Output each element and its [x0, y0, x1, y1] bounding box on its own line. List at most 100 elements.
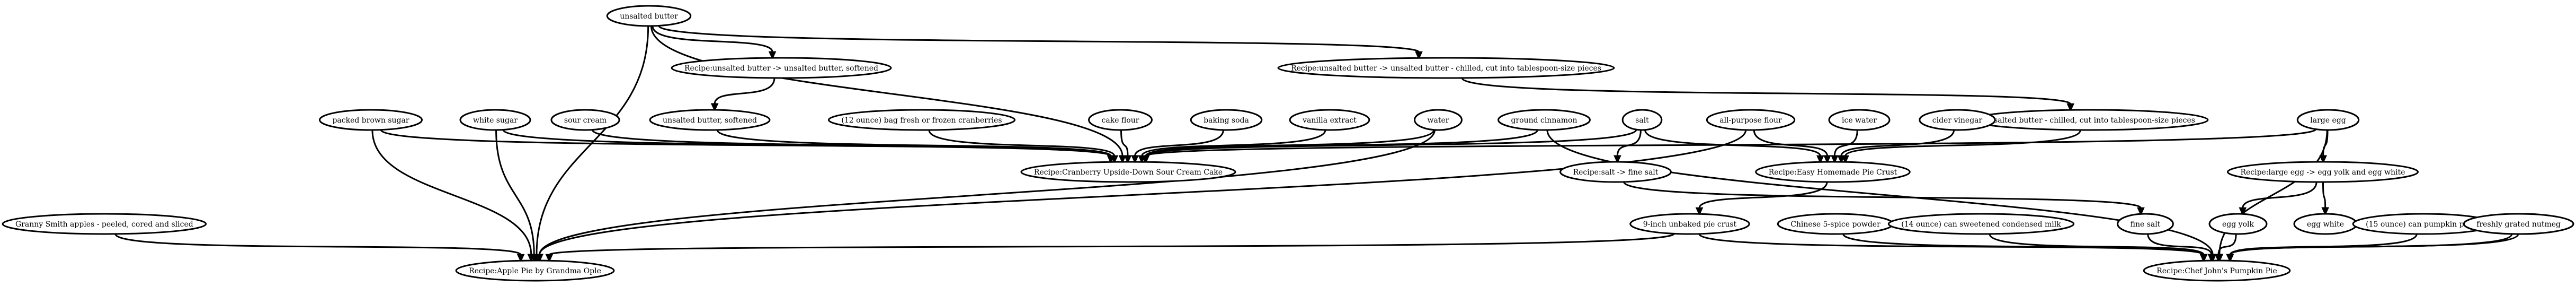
node-label: all-purpose flour	[1719, 116, 1782, 125]
graph-edge	[1989, 233, 2208, 263]
arrowhead-icon	[1124, 155, 1132, 164]
node-ellipse	[606, 5, 692, 27]
node-ellipse	[1190, 109, 1263, 131]
node-ellipse	[2, 213, 207, 235]
node-ellipse	[459, 109, 531, 131]
edge-line	[538, 129, 1436, 255]
graph-edge	[1461, 77, 2075, 112]
graph-node-baking-soda: baking soda	[1190, 109, 1263, 131]
graph-node-freshly-grated-nutmeg: freshly grated nutmeg	[2463, 213, 2574, 235]
graph-edge	[710, 77, 776, 112]
edge-line	[2147, 233, 2213, 255]
edges-layer	[114, 25, 2519, 263]
graph-edge	[1695, 181, 1828, 216]
node-label: Recipe:Easy Homemade Pie Crust	[1769, 168, 1897, 177]
graph-node-14-ounce-can-sweetened-condensed-milk: (14 ounce) can sweetened condensed milk	[1887, 213, 2075, 235]
node-ellipse	[2208, 213, 2268, 235]
node-label: cider vinegar	[1932, 116, 1983, 125]
edge-line	[1842, 233, 2205, 256]
edge-line	[1145, 129, 1637, 157]
arrowhead-icon	[1118, 155, 1127, 164]
edge-line	[495, 129, 535, 255]
edge-line	[1844, 129, 2081, 157]
node-ellipse	[2463, 213, 2574, 235]
graph-node-white-sugar: white sugar	[459, 109, 531, 131]
node-label: unsalted butter - chilled, cut into tabl…	[1984, 116, 2195, 125]
graph-edge	[495, 129, 538, 263]
graph-edge	[1623, 181, 2145, 216]
graph-edge	[2321, 181, 2329, 216]
graph-edge	[1546, 129, 2217, 263]
node-label: salt	[1635, 116, 1649, 125]
node-ellipse	[1498, 109, 1591, 131]
node-ellipse	[1755, 161, 1911, 183]
node-ellipse	[1289, 109, 1370, 131]
node-ellipse	[455, 259, 615, 282]
edge-line	[1120, 129, 1129, 157]
arrowhead-icon	[2319, 155, 2328, 164]
node-label: unsalted butter, softened	[663, 116, 757, 125]
node-label: Recipe:large egg -> egg yolk and egg whi…	[2240, 168, 2405, 177]
graph-edge	[536, 129, 1436, 263]
node-ellipse	[2226, 161, 2419, 183]
node-label: large egg	[2310, 116, 2346, 125]
graph-edge	[1837, 129, 1955, 164]
node-ellipse	[1887, 213, 2075, 235]
edge-line	[1833, 129, 1858, 157]
arrowhead-icon	[2321, 207, 2329, 216]
graph-node-recipe-cranberry-upside-down-sour-cream-cake: Recipe:Cranberry Upside-Down Sour Cream …	[1020, 161, 1236, 183]
edge-line	[650, 25, 1124, 157]
node-label: Recipe:Apple Pie by Grandma Ople	[469, 267, 601, 275]
node-ellipse	[1706, 109, 1796, 131]
node-label: egg white	[2307, 220, 2344, 229]
node-ellipse	[550, 109, 620, 131]
node-ellipse	[827, 109, 1016, 131]
edge-line	[591, 129, 1112, 157]
edge-line	[716, 129, 1112, 157]
node-label: Recipe:unsalted butter -> unsalted butte…	[1291, 64, 1601, 73]
graph-node-fine-salt: fine salt	[2117, 213, 2174, 235]
graph-node-large-egg: large egg	[2296, 109, 2360, 131]
edge-line	[538, 129, 1747, 255]
node-label: Granny Smith apples - peeled, cored and …	[15, 220, 193, 229]
edge-line	[652, 25, 773, 53]
graph-node-recipe-apple-pie-by-grandma-ople: Recipe:Apple Pie by Grandma Ople	[455, 259, 615, 282]
arrowhead-icon	[2066, 103, 2075, 112]
graph-node-recipe-unsalted-butter-unsalted-butter-softened: Recipe:unsalted butter -> unsalted butte…	[671, 57, 892, 79]
graph-node-ice-water: ice water	[1828, 109, 1891, 131]
edge-line	[1546, 129, 2214, 255]
edge-line	[2242, 181, 2317, 209]
node-ellipse	[1621, 109, 1663, 131]
graph-edge	[1142, 128, 2317, 164]
graph-edge	[928, 129, 1119, 164]
graph-edge	[650, 25, 1127, 164]
arrowhead-icon	[1415, 51, 1423, 60]
arrowhead-icon	[1823, 155, 1831, 164]
graph-node-all-purpose-flour: all-purpose flour	[1706, 109, 1796, 131]
arrowhead-icon	[1110, 155, 1119, 164]
node-label: ice water	[1842, 116, 1877, 125]
node-ellipse	[1559, 161, 1672, 183]
node-ellipse	[2296, 109, 2360, 131]
graph-edge	[2215, 129, 2328, 263]
graph-node-granny-smith-apples-peeled-cored-and-sliced: Granny Smith apples - peeled, cored and …	[2, 213, 207, 235]
node-label: Recipe:salt -> fine salt	[1573, 168, 1659, 177]
graph-edge	[2239, 181, 2317, 216]
graph-node-vanilla-extract: vanilla extract	[1289, 109, 1370, 131]
arrowhead-icon	[2214, 254, 2223, 263]
node-ellipse	[1277, 57, 1615, 79]
graph-edge	[371, 129, 536, 263]
node-label: white sugar	[473, 116, 518, 125]
node-label: water	[1428, 116, 1449, 125]
graph-node-recipe-chef-john-s-pumpkin-pie: Recipe:Chef John's Pumpkin Pie	[2143, 259, 2291, 282]
arrowhead-icon	[1131, 155, 1139, 164]
graph-edge	[652, 25, 777, 60]
edge-line	[1989, 233, 2205, 256]
graph-node-recipe-salt-fine-salt: Recipe:salt -> fine salt	[1559, 161, 1672, 183]
edge-line	[1840, 129, 1955, 157]
node-ellipse	[671, 57, 892, 79]
graph-node-cider-vinegar: cider vinegar	[1919, 109, 1996, 131]
edge-line	[1461, 77, 2072, 105]
